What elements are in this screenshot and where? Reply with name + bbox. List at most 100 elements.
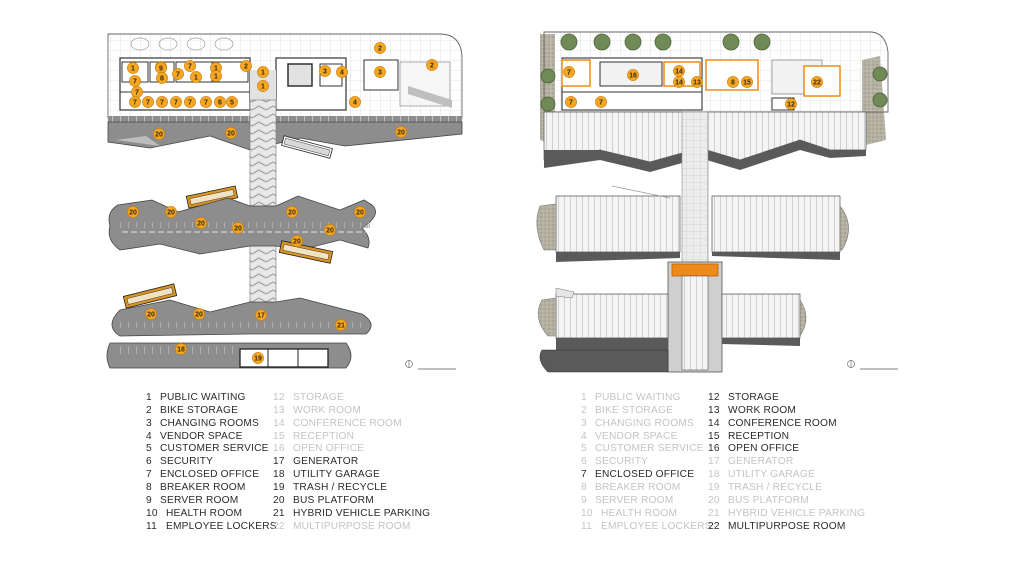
scale-bar-right xyxy=(847,360,898,370)
room-badge-left-20: 20 xyxy=(286,206,298,218)
legend-label: PUBLIC WAITING xyxy=(595,392,681,403)
room-badge-right-12: 12 xyxy=(785,98,797,110)
legend-number: 22 xyxy=(708,520,720,532)
legend-label: VENDOR SPACE xyxy=(595,430,678,442)
tree-row-left xyxy=(130,37,234,51)
room-badge-left-7: 7 xyxy=(172,68,184,80)
legend-number: 11 xyxy=(581,520,592,532)
room-badge-right-15: 15 xyxy=(741,76,753,88)
room-badge-label: 15 xyxy=(743,79,751,86)
legend-number: 9 xyxy=(146,494,152,506)
room-badge-left-20: 20 xyxy=(232,222,244,234)
legend-label: HEALTH ROOM xyxy=(601,507,678,519)
bus-left-3 xyxy=(278,240,334,264)
room-badge-left-3: 3 xyxy=(319,65,331,77)
legend-label: UTILITY GARAGE xyxy=(728,469,815,481)
canopy-middle-right xyxy=(555,195,681,253)
room-badge-right-7: 7 xyxy=(563,66,575,78)
room-badge-label: 1 xyxy=(194,74,198,81)
legend-number: 7 xyxy=(146,469,152,481)
legend-label: BIKE STORAGE xyxy=(160,404,239,416)
legend-label: BUS PLATFORM xyxy=(293,494,374,506)
room-badge-right-7: 7 xyxy=(565,96,577,108)
legend-number: 17 xyxy=(273,456,285,468)
legend-number: 21 xyxy=(708,507,720,519)
room-badge-label: 21 xyxy=(337,322,345,329)
legend-label: OPEN OFFICE xyxy=(728,443,800,455)
legend-number: 16 xyxy=(273,443,285,455)
room-badge-left-7: 7 xyxy=(184,96,196,108)
legend-label: BREAKER ROOM xyxy=(160,481,246,493)
legend-number: 16 xyxy=(708,443,720,455)
legend-left-item-10: 10 HEALTH ROOM xyxy=(146,507,242,520)
room-badge-label: 1 xyxy=(261,69,265,76)
legend-number: 12 xyxy=(708,392,720,403)
legend-label: OPEN OFFICE xyxy=(293,443,365,455)
room-badge-left-4: 4 xyxy=(336,66,348,78)
legend-label: CHANGING ROOMS xyxy=(160,417,260,429)
legend-number: 14 xyxy=(708,417,720,429)
legend-number: 18 xyxy=(708,469,720,481)
legend-right-item-16: 16 OPEN OFFICE xyxy=(708,442,799,455)
room-badge-right-22: 22 xyxy=(811,76,823,88)
central-walkway-right xyxy=(681,111,709,265)
room-badge-label: 3 xyxy=(323,68,327,75)
room-badge-left-7: 7 xyxy=(129,96,141,108)
room-badge-label: 17 xyxy=(257,312,265,319)
room-badge-label: 7 xyxy=(176,71,180,78)
legend-label: BIKE STORAGE xyxy=(595,404,674,416)
legend-number: 13 xyxy=(273,404,285,416)
room-badge-label: 7 xyxy=(569,99,573,106)
room-badge-left-7: 7 xyxy=(200,96,212,108)
room-badge-label: 1 xyxy=(131,65,135,72)
legend-number: 19 xyxy=(273,481,285,493)
room-badge-left-20: 20 xyxy=(195,217,207,229)
legend-number: 4 xyxy=(146,430,152,442)
room-badge-left-20: 20 xyxy=(165,206,177,218)
room-badge-label: 1 xyxy=(261,83,265,90)
legend-label: MULTIPURPOSE ROOM xyxy=(728,520,846,532)
room-badge-label: 7 xyxy=(174,99,178,106)
room-badge-left-7: 7 xyxy=(184,60,196,72)
room-badge-left-4: 4 xyxy=(349,96,361,108)
legend-number: 3 xyxy=(581,417,587,429)
legend-number: 2 xyxy=(146,404,152,416)
room-badge-left-20: 20 xyxy=(153,128,165,140)
legend-label: BUS PLATFORM xyxy=(728,494,809,506)
parking-row-top-left xyxy=(108,116,462,126)
bus-left-4 xyxy=(122,283,178,309)
room-badge-label: 7 xyxy=(133,99,137,106)
room-badge-left-7: 7 xyxy=(156,96,168,108)
legend-label: SERVER ROOM xyxy=(595,494,674,506)
room-badge-left-2: 2 xyxy=(374,42,386,54)
legend-number: 12 xyxy=(273,392,285,403)
room-badge-left-1: 1 xyxy=(210,70,222,82)
tree-row-right xyxy=(540,33,888,112)
room-badge-label: 20 xyxy=(288,209,296,216)
room-badge-label: 20 xyxy=(129,209,137,216)
room-badge-label: 2 xyxy=(430,62,434,69)
room-badge-label: 19 xyxy=(254,355,262,362)
room-badge-left-7: 7 xyxy=(131,86,143,98)
canopy-middle-right-east xyxy=(711,195,841,253)
legend-label: HEALTH ROOM xyxy=(166,507,243,519)
room-badge-right-8: 8 xyxy=(727,76,739,88)
legend-number: 10 xyxy=(146,507,158,519)
legend-label: PUBLIC WAITING xyxy=(160,392,246,403)
room-badge-right-14: 14 xyxy=(673,76,685,88)
room-badge-label: 20 xyxy=(167,209,175,216)
plan-right xyxy=(536,31,898,373)
